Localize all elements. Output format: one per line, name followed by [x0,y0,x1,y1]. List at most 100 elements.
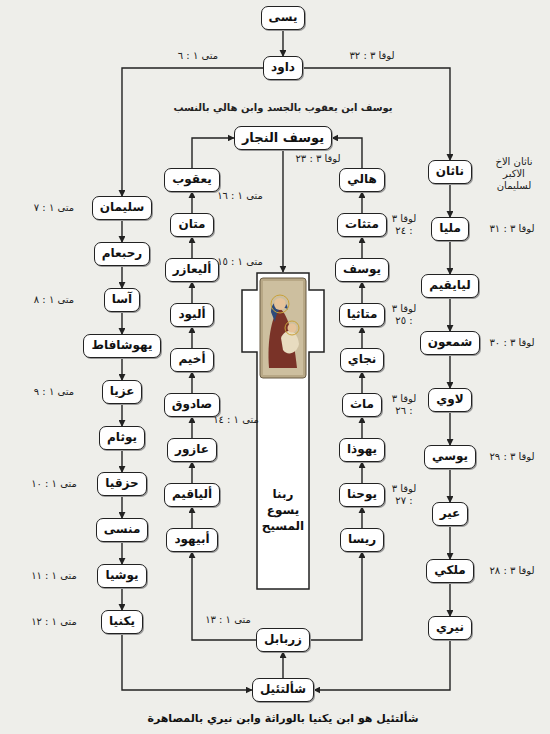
verse-reference: متى ١ : ١٠ [31,478,77,490]
node-text: أليعازر [173,262,212,278]
verse-reference: متى ١ : ١٣ [205,614,251,626]
lineage-arrow [314,640,450,690]
lineage-arrow [191,327,192,348]
node-text: يهوشافاط [91,338,152,354]
lineage-arrow [361,507,362,528]
verse-reference: متى ١ : ٩ [34,386,74,398]
lineage-arrow [191,237,192,258]
verse-reference: لوقا ٣ : ٣٢ [349,50,394,62]
icon-illustration [260,278,306,378]
name-box: مليا [431,217,469,241]
name-box: ليايقيم [421,274,478,298]
lineage-arrow [449,355,450,388]
lineage-arrow [191,372,192,393]
name-box: أبيهود [166,528,217,552]
name-box: داود [263,56,303,80]
lineage-arrow [310,552,362,640]
name-box: يوحنا [339,483,385,507]
cross-shape [241,272,325,590]
node-text: شألتئيل [260,682,306,698]
lineage-arrow [282,652,283,678]
name-box: صادوق [164,393,220,417]
name-box: رحبعام [94,242,151,266]
name-box: سليمان [92,196,152,220]
name-box: ألياقيم [164,483,220,507]
node-text: نجاي [348,352,377,368]
lineage-arrow [121,496,122,518]
note-text: ناثان الاخ الاكبر لسليمان [485,156,543,192]
node-text: يسى [269,10,298,26]
lineage-arrow [449,526,450,559]
node-text: ربنا يسوع المسيح [257,486,309,535]
lineage-arrow [449,298,450,331]
verse-reference: لوقا ٣ : ٢٩ [489,451,534,463]
node-text: عزيا [110,384,135,400]
name-box: لاوي [428,388,471,412]
lineage-arrow [361,372,362,393]
verse-reference: لوقا ٣ : ٣٠ [489,337,534,349]
node-text: سليمان [100,200,144,216]
node-text: مليا [439,221,461,237]
cross-node: ربنا يسوع المسيح [241,272,325,590]
node-text: يوشيا [105,568,138,584]
verse-reference: متى ١ : ٨ [34,294,74,306]
name-box: يوسي [424,445,476,469]
lineage-arrow [449,469,450,502]
node-text: ألياقيم [172,487,212,503]
node-text: ناثان [436,164,464,180]
lineage-arrow [121,542,122,564]
node-text: يوثام [107,430,137,446]
verse-reference: لوقا ٣ : ٣١ [489,223,534,235]
name-box: نجاي [340,348,385,372]
node-text: أخيم [178,352,205,368]
node-text: متاثيا [347,307,378,323]
name-box: حزقيا [97,472,146,496]
name-box: أليعازر [165,258,220,282]
note-text: يوسف ابن يعقوب بالجسد وابن هالي بالنسب [173,102,392,114]
node-text: هالي [347,172,376,188]
verse-reference: لوقا ٣ : ٢٨ [489,565,534,577]
node-text: منسى [104,522,141,538]
name-box: أليود [170,303,213,327]
node-text: ريسا [348,532,376,548]
node-text: لاوي [436,392,463,408]
lineage-arrow [191,462,192,483]
lineage-arrow [191,507,192,528]
name-box: متثات [337,213,387,237]
verse-reference: لوقا ٣ : ٢٥ [389,303,419,327]
verse-reference: متى ١ : ٦ [178,50,218,62]
lineage-arrow [121,358,122,380]
caption: شألتئيل هو ابن يكنيا بالوراثة وابن نيري … [147,712,418,725]
name-box: متاثيا [339,303,386,327]
node-text: أليود [178,307,205,323]
verse-reference: متى ١ : ١٤ [213,414,259,426]
node-text: ملكي [434,563,465,579]
name-box: زربابل [256,628,310,652]
name-box: نيري [428,616,472,640]
verse-reference: لوقا ٣ : ٢٤ [389,213,419,237]
name-box: شمعون [420,331,480,355]
verse-reference: لوقا ٣ : ٢٦ [389,393,419,417]
lineage-arrow [361,282,362,303]
name-box: يسى [261,6,306,30]
node-text: يوحنا [347,487,377,503]
verse-reference: متى ١ : ١١ [31,570,77,582]
lineage-arrow [449,583,450,616]
lineage-arrow [192,552,256,640]
name-box: يعقوب [164,168,220,192]
node-text: زربابل [264,632,302,648]
name-box: يهوشافاط [83,334,160,358]
lineage-arrow [121,588,122,610]
node-text: يوسي [432,449,468,465]
name-box: عازور [167,438,217,462]
name-box: يكنيا [101,610,143,634]
name-box: أخيم [170,348,213,372]
node-text: صادوق [172,397,212,413]
name-box: ناثان [428,160,472,184]
verse-reference: لوقا ٣ : ٢٧ [389,483,419,507]
node-text: يوسف النجار [242,130,324,147]
name-box: متان [170,213,213,237]
node-text: عازور [175,442,209,458]
node-text: داود [271,60,295,76]
